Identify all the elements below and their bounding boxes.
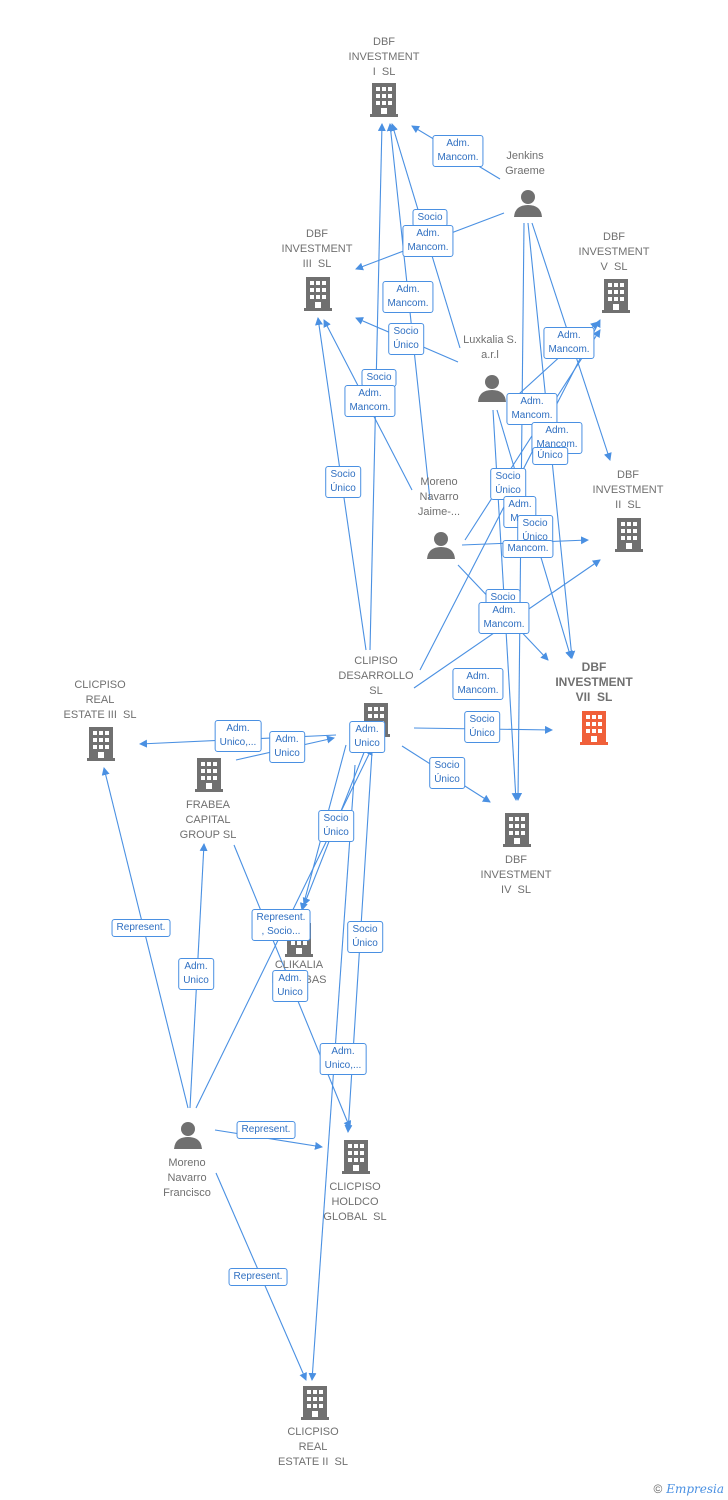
edge-label: Socio Único	[347, 921, 383, 953]
edge-label: Represent.	[228, 1268, 288, 1286]
node-label-dbf3[interactable]: DBF INVESTMENT III SL	[281, 228, 353, 270]
building-icon[interactable]	[87, 727, 115, 761]
building-icon[interactable]	[602, 279, 630, 313]
building-icon[interactable]	[301, 1386, 329, 1420]
edge-label: Adm. Unico,...	[214, 720, 262, 752]
edge-label: Adm. Mancom.	[506, 393, 558, 425]
edge-label: Adm. Unico	[269, 731, 305, 763]
edge-label: Adm. Unico,...	[319, 1043, 367, 1075]
edge-label: Adm. Unico	[349, 721, 385, 753]
node-label-dbf1[interactable]: DBF INVESTMENT I SL	[348, 36, 420, 78]
building-icon[interactable]	[342, 1140, 370, 1174]
edge-label: Socio Único	[490, 468, 526, 500]
edge-label: Adm. Mancom.	[402, 225, 454, 257]
edge-label: Represent.	[111, 919, 171, 937]
edge-label: Adm. Unico	[272, 970, 308, 1002]
building-icon[interactable]	[195, 758, 223, 792]
edge-label: Adm. Mancom.	[382, 281, 434, 313]
edge-label: Adm. Mancom.	[432, 135, 484, 167]
node-label-clicpiso-hold[interactable]: CLICPISO HOLDCO GLOBAL SL	[323, 1181, 387, 1223]
edge-label: Adm. Unico	[178, 958, 214, 990]
edge-label: Adm. Mancom.	[478, 602, 530, 634]
edge-label: Único	[532, 447, 568, 465]
node-label-clicpiso-re3[interactable]: CLICPISO REAL ESTATE III SL	[63, 679, 137, 721]
edge-label: Adm. Mancom.	[452, 668, 504, 700]
edge-line	[101, 767, 189, 1109]
edge-label: Adm. Mancom.	[344, 385, 396, 417]
edge-label: Socio Único	[388, 323, 424, 355]
node-label-jenkins[interactable]: Jenkins Graeme	[505, 150, 545, 177]
edge-label: Represent.	[236, 1121, 296, 1139]
edge-label: Represent. , Socio...	[251, 909, 311, 941]
node-label-moreno-f[interactable]: Moreno Navarro Francisco	[163, 1157, 211, 1199]
edge-label: Socio Único	[325, 466, 361, 498]
node-label-moreno-j[interactable]: Moreno Navarro Jaime-...	[417, 476, 461, 518]
footer-brand: © Empresia	[654, 1482, 724, 1496]
person-icon[interactable]	[174, 1122, 202, 1149]
edge-label: Adm. Mancom.	[543, 327, 595, 359]
edge-label: Socio Único	[464, 711, 500, 743]
edge-label: Socio Único	[429, 757, 465, 789]
node-label-dbf4[interactable]: DBF INVESTMENT IV SL	[480, 854, 552, 896]
person-icon[interactable]	[478, 375, 506, 402]
building-icon[interactable]	[370, 83, 398, 117]
edge-label: Mancom.	[502, 540, 554, 558]
person-icon[interactable]	[427, 532, 455, 559]
node-label-frabea[interactable]: FRABEA CAPITAL GROUP SL	[179, 799, 237, 841]
building-icon[interactable]	[615, 518, 643, 552]
node-label-dbf2[interactable]: DBF INVESTMENT II SL	[592, 469, 664, 511]
copyright-symbol: ©	[653, 1482, 663, 1496]
edge-label: Socio Único	[318, 810, 354, 842]
node-label-dbf5[interactable]: DBF INVESTMENT V SL	[578, 231, 650, 273]
building-icon[interactable]	[304, 277, 332, 311]
person-icon[interactable]	[514, 190, 542, 217]
building-icon[interactable]	[580, 711, 608, 745]
node-label-clipiso-des[interactable]: CLIPISO DESARROLLO SL	[338, 655, 414, 697]
node-label-dbf7[interactable]: DBF INVESTMENT VII SL	[555, 660, 633, 704]
node-label-luxkalia[interactable]: Luxkalia S. a.r.l	[463, 334, 517, 361]
brand-name: Empresia	[666, 1482, 724, 1496]
node-label-clicpiso-re2[interactable]: CLICPISO REAL ESTATE II SL	[278, 1426, 348, 1468]
building-icon[interactable]	[503, 813, 531, 847]
